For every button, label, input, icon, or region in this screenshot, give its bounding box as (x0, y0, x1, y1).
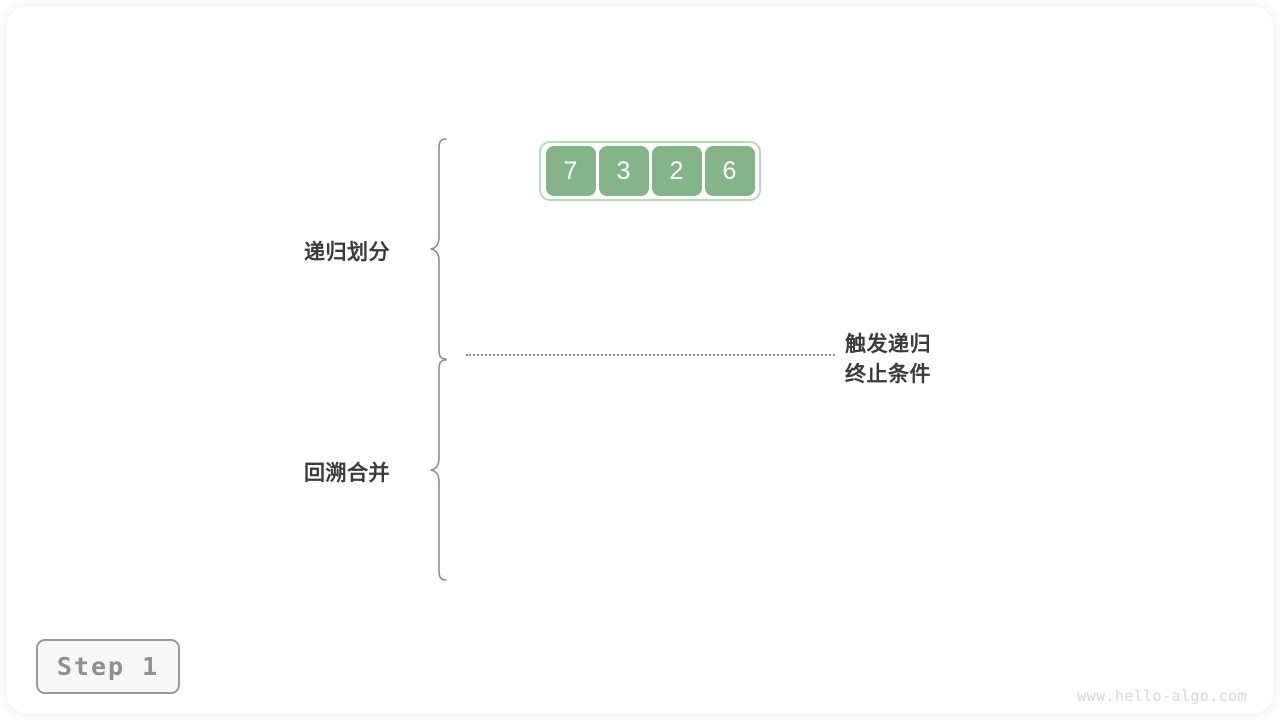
page-frame (6, 6, 1274, 714)
annotation-line-2: 终止条件 (845, 363, 931, 386)
step-badge: Step 1 (36, 639, 180, 694)
watermark: www.hello-algo.com (1077, 687, 1247, 705)
section-label-merge: 回溯合并 (304, 462, 390, 485)
array-cell: 2 (651, 146, 702, 196)
annotation-line-1: 触发递归 (845, 333, 931, 356)
phase-divider (466, 354, 835, 356)
array-cell: 7 (545, 146, 596, 196)
array-container: 7 3 2 6 (539, 141, 761, 201)
array-cell: 3 (598, 146, 649, 196)
array-cell: 6 (704, 146, 755, 196)
curly-brace-merge-icon (430, 359, 452, 581)
curly-brace-divide-icon (430, 138, 452, 360)
section-label-divide: 递归划分 (304, 241, 390, 264)
annotation-recursion-base-case: 触发递归 终止条件 (845, 330, 931, 390)
step-badge-label: Step 1 (56, 652, 160, 681)
